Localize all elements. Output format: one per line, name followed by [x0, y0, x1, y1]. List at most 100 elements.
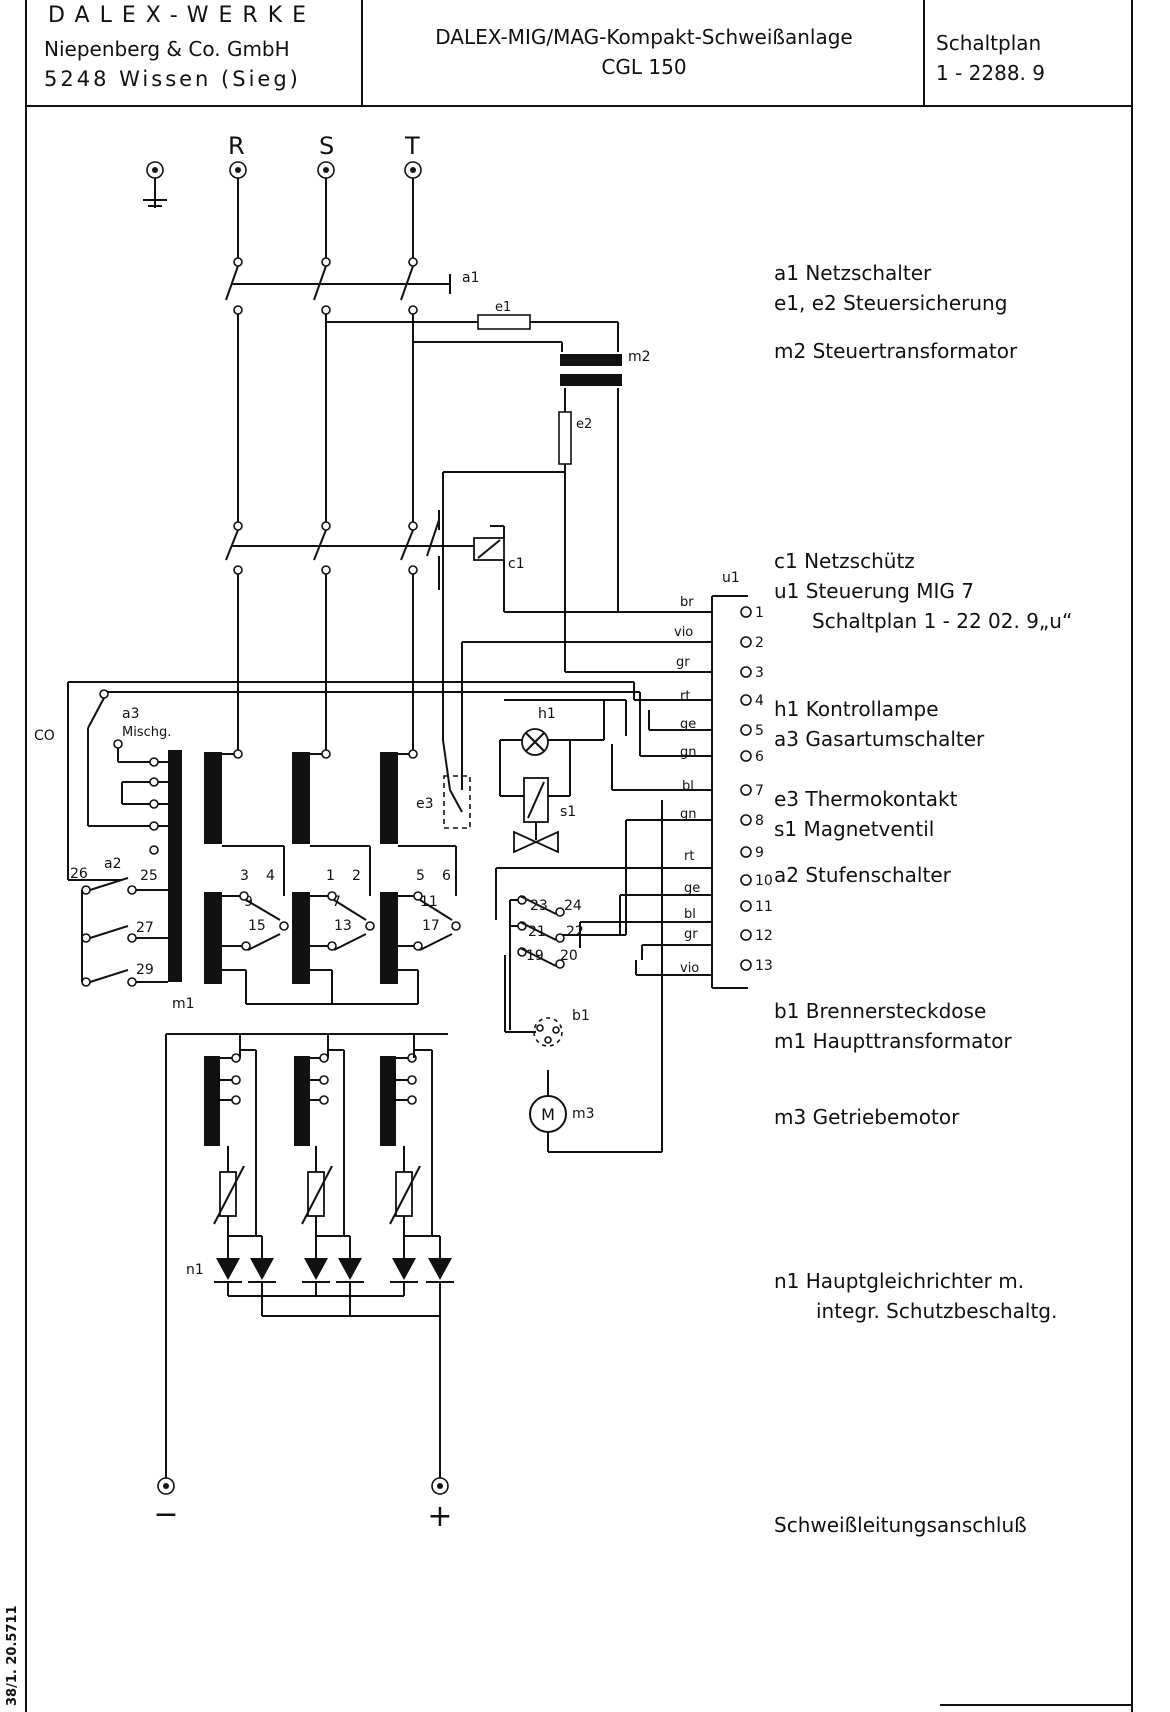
rectifier-section: n1 − +	[153, 1033, 454, 1534]
sheet-frame	[25, 0, 1133, 1712]
fuse-e1	[477, 314, 531, 330]
product-line2: CGL 150	[601, 55, 686, 79]
legend-c1: c1 Netzschütz	[774, 549, 915, 573]
t2-tap-2: 2	[352, 868, 361, 884]
fuse-e2	[558, 411, 572, 465]
e3-label: e3	[416, 796, 434, 812]
s1-valve-icon	[513, 830, 559, 854]
wire-color-3: gr	[676, 655, 690, 670]
gear-motor-m3: M m3	[529, 1095, 595, 1133]
wire-color-1: br	[680, 595, 694, 610]
co2-label: CO	[34, 728, 55, 744]
wire-color-7: bl	[682, 779, 694, 794]
company-line3: 5248 Wissen (Sieg)	[44, 67, 301, 91]
wire-color-12: gr	[684, 927, 698, 942]
company-line2: Niepenberg & Co. GmbH	[44, 37, 290, 61]
u1-terminal-3	[740, 666, 752, 678]
wire-color-2: vio	[674, 625, 693, 640]
s1-label: s1	[560, 804, 576, 820]
torch-socket-b1: b1	[533, 1008, 590, 1047]
t3-tap-6: 6	[442, 868, 451, 884]
wire-color-5: ge	[680, 717, 696, 732]
m3-label: m3	[572, 1106, 595, 1122]
control-wiring	[67, 611, 712, 1153]
phase-s-label: S	[319, 132, 334, 160]
thermal-contact-e3: e3	[416, 739, 471, 829]
legend-h1: h1 Kontrollampe	[774, 697, 939, 721]
gas-switch-a3: a3 CO Mischg.	[34, 689, 171, 827]
u1-terminal-1	[740, 606, 752, 618]
u1-terminal-8	[740, 814, 752, 826]
a3-label: a3	[122, 706, 140, 722]
u1-terminal-12	[740, 929, 752, 941]
legend-a2: a2 Stufenschalter	[774, 863, 952, 887]
legend-u1: u1 Steuerung MIG 7	[774, 579, 974, 603]
u1-terminal-number-7: 7	[755, 783, 764, 799]
stufen-switch-bank: 23 24 21 22 19 20	[509, 895, 584, 1030]
t1-tap-4: 4	[266, 868, 275, 884]
u1-terminal-number-13: 13	[755, 958, 773, 974]
a2-tap-29: 29	[136, 962, 154, 978]
output-plus: +	[427, 1499, 452, 1534]
u1-terminal-2	[740, 636, 752, 648]
plan-number: 1 - 2288. 9	[936, 61, 1045, 85]
t3-tap-5: 5	[416, 868, 425, 884]
u1-label: u1	[722, 570, 740, 586]
lamp-and-valve: h1 s1	[499, 700, 605, 854]
u1-terminal-4	[740, 694, 752, 706]
u1-terminal-number-10: 10	[755, 873, 773, 889]
legend-b1: b1 Brennersteckdose	[774, 999, 986, 1023]
u1-terminal-number-11: 11	[755, 899, 773, 915]
u1-terminal-9	[740, 846, 752, 858]
u1-terminal-number-5: 5	[755, 723, 764, 739]
plan-label: Schaltplan	[936, 31, 1041, 55]
a2-tap-27: 27	[136, 920, 154, 936]
wire-color-9: rt	[684, 849, 694, 864]
u1-terminal-11	[740, 900, 752, 912]
motor-letter: M	[541, 1105, 555, 1124]
u1-terminal-number-2: 2	[755, 635, 764, 651]
c1-label: c1	[508, 556, 525, 572]
legend-n1-line2: integr. Schutzbeschaltg.	[816, 1299, 1057, 1323]
n1-label: n1	[186, 1262, 204, 1278]
a1-label: a1	[462, 270, 480, 286]
wire-color-6: gn	[680, 745, 697, 760]
wire-color-13: vio	[680, 961, 699, 976]
legend-a3: a3 Gasartumschalter	[774, 727, 985, 751]
mischg-label: Mischg.	[122, 725, 171, 740]
b1-label: b1	[572, 1008, 590, 1024]
u1-terminal-number-3: 3	[755, 665, 764, 681]
legend-u1-plan: Schaltplan 1 - 22 02. 9„u“	[812, 609, 1072, 633]
legend-a1: a1 Netzschalter	[774, 261, 932, 285]
wire-color-10: ge	[684, 881, 700, 896]
phase-lines: a1	[225, 178, 480, 752]
t3-tap-17: 17	[422, 918, 440, 934]
a2-label: a2	[104, 856, 122, 872]
t2-tap-1: 1	[326, 868, 335, 884]
t1-tap-15: 15	[248, 918, 266, 934]
e2-label: e2	[576, 417, 592, 432]
output-minus: −	[153, 1497, 178, 1532]
wire-color-11: bl	[684, 907, 696, 922]
e1-label: e1	[495, 300, 511, 315]
legend-s1: s1 Magnetventil	[774, 817, 934, 841]
title-block: DALEX-WERKE Niepenberg & Co. GmbH 5248 W…	[44, 3, 1045, 91]
company-line1: DALEX-WERKE	[48, 3, 316, 28]
stufen-20: 20	[560, 948, 578, 964]
control-circuit: e1 m2 e2 c1	[326, 300, 712, 740]
wire-color-8: gn	[680, 807, 697, 822]
u1-terminal-6	[740, 750, 752, 762]
a2-tap-25: 25	[140, 868, 158, 884]
product-line1: DALEX-MIG/MAG-Kompakt-Schweißanlage	[435, 25, 852, 49]
wire-color-4: rt	[680, 689, 690, 704]
legend-m2: m2 Steuertransformator	[774, 339, 1018, 363]
u1-terminal-number-8: 8	[755, 813, 764, 829]
mains-terminals: R S T	[143, 132, 422, 208]
m3-motor-icon	[529, 1095, 567, 1133]
main-transformer-m1: m1 26 a2 25 27 29	[70, 749, 461, 1012]
u1-terminal-number-12: 12	[755, 928, 773, 944]
t3-tap-11: 11	[420, 894, 438, 910]
m2-primary	[560, 354, 622, 366]
